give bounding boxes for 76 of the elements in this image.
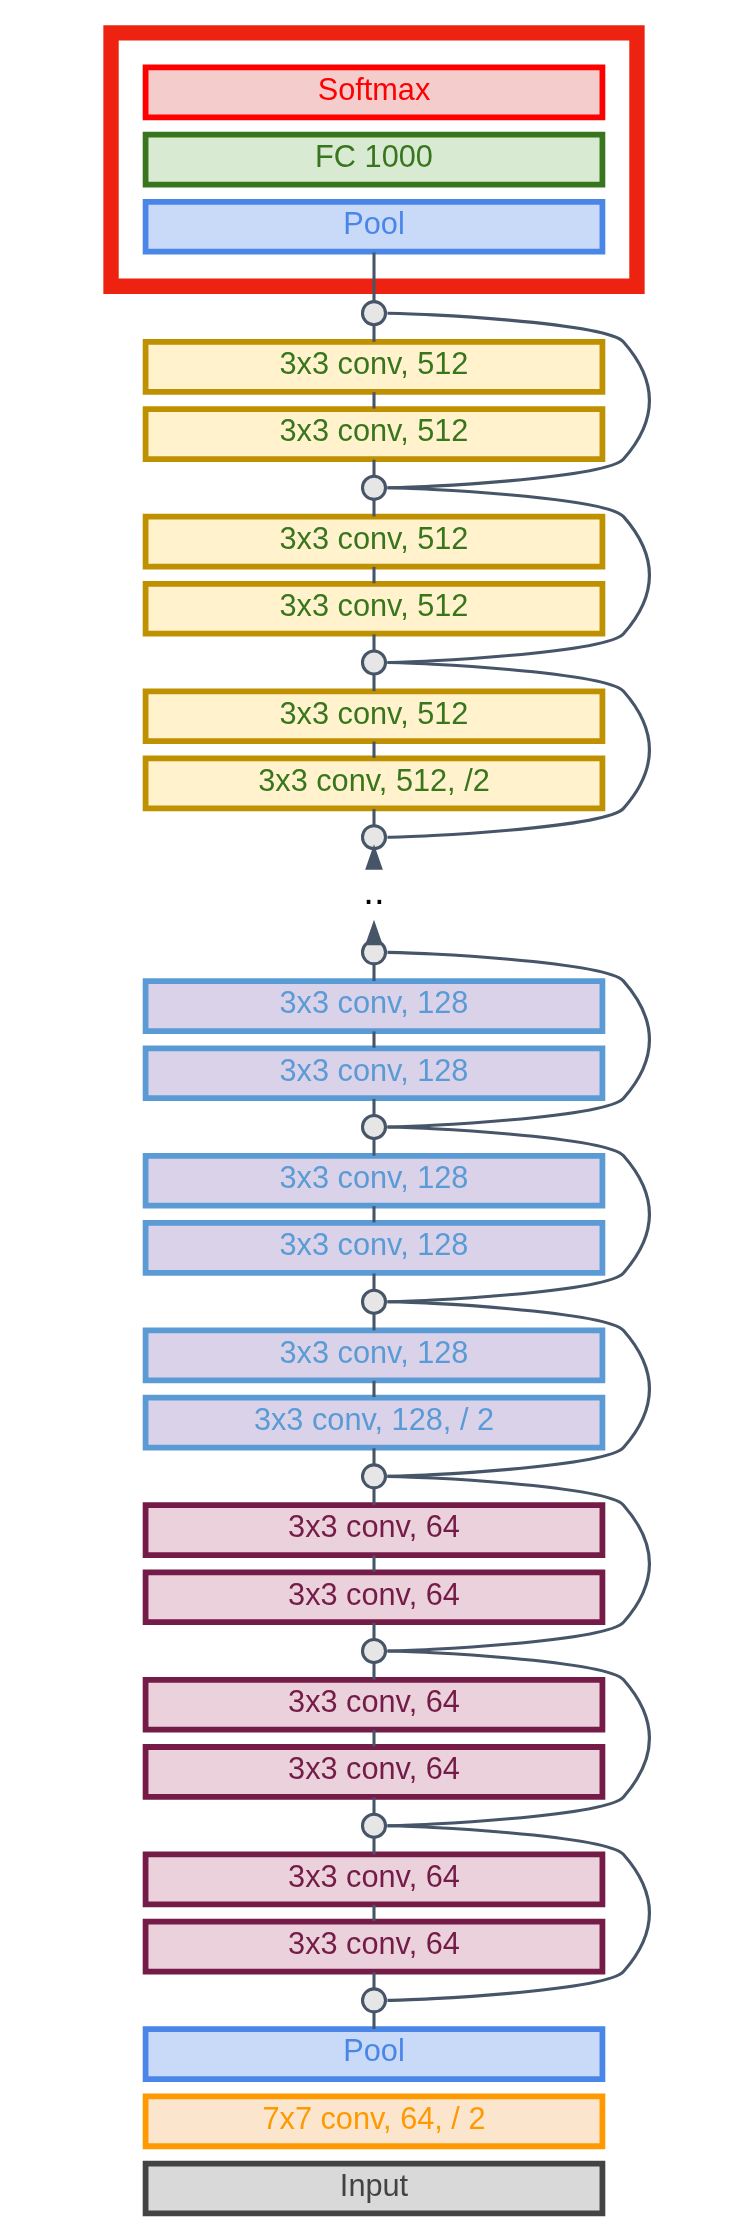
connector bbox=[386, 660, 651, 839]
connector bbox=[386, 1649, 651, 1828]
connector bbox=[371, 566, 376, 584]
connector bbox=[371, 1488, 376, 1505]
node-box: Input bbox=[142, 2160, 605, 2217]
node-box: 3x3 conv, 512 bbox=[142, 406, 605, 462]
node-box: 3x3 conv, 512 bbox=[142, 513, 605, 570]
node-box: 3x3 conv, 64 bbox=[142, 1502, 605, 1558]
node-box: 3x3 conv, 64 bbox=[142, 1744, 605, 1800]
connector bbox=[371, 1837, 376, 1855]
node-box: 3x3 conv, 512, /2 bbox=[142, 755, 605, 812]
node-circle bbox=[360, 1288, 387, 1315]
node-box: 7x7 conv, 64, / 2 bbox=[142, 2093, 605, 2150]
node-box: 3x3 conv, 64 bbox=[142, 1918, 605, 1975]
cluster bbox=[102, 25, 645, 294]
node-box: 3x3 conv, 512 bbox=[142, 339, 605, 395]
node-box: 3x3 conv, 128 bbox=[142, 1220, 605, 1276]
connector bbox=[371, 809, 376, 826]
connector bbox=[371, 2012, 376, 2029]
node-circle bbox=[360, 1812, 387, 1839]
connector bbox=[371, 1448, 376, 1465]
connector bbox=[371, 1206, 376, 1223]
connector bbox=[371, 634, 376, 651]
connector bbox=[371, 674, 376, 692]
connector bbox=[371, 1380, 376, 1398]
connector bbox=[386, 1474, 651, 1653]
node-box: Pool bbox=[142, 198, 605, 255]
arrow bbox=[364, 919, 383, 946]
connector bbox=[386, 1824, 651, 2002]
connector bbox=[386, 486, 651, 665]
node-box: 3x3 conv, 64 bbox=[142, 1676, 605, 1733]
node-box: 3x3 conv, 64 bbox=[142, 1569, 605, 1626]
connector bbox=[371, 392, 376, 409]
connector bbox=[371, 1031, 376, 1048]
node-circle bbox=[360, 1637, 387, 1665]
node-circle bbox=[360, 1113, 387, 1141]
node-circle bbox=[360, 649, 387, 676]
connector bbox=[371, 741, 376, 758]
connector bbox=[371, 1904, 376, 1922]
connector bbox=[371, 1138, 376, 1156]
connector bbox=[371, 459, 376, 477]
connector bbox=[386, 1300, 651, 1478]
node-circle bbox=[360, 1987, 387, 2014]
connector bbox=[386, 311, 651, 490]
node-box: 3x3 conv, 128 bbox=[142, 1327, 605, 1384]
connector bbox=[371, 1622, 376, 1640]
node-box: 3x3 conv, 128 bbox=[142, 1152, 605, 1209]
node-box: 3x3 conv, 128 bbox=[142, 1045, 605, 1102]
connector bbox=[371, 1662, 376, 1680]
connector bbox=[371, 1313, 376, 1331]
node-box: FC 1000 bbox=[142, 131, 605, 188]
node-circle bbox=[360, 474, 387, 501]
connector bbox=[371, 325, 376, 342]
connector bbox=[371, 1730, 376, 1747]
node-box: Softmax bbox=[142, 64, 605, 121]
node-box: 3x3 conv, 512 bbox=[142, 688, 605, 745]
connector bbox=[386, 1125, 651, 1304]
connector bbox=[371, 1273, 376, 1291]
node-box: 3x3 conv, 128 bbox=[142, 978, 605, 1034]
connector bbox=[386, 950, 651, 1129]
node-circle bbox=[360, 824, 387, 851]
node-box: Pool bbox=[142, 2026, 605, 2082]
node-circle bbox=[360, 1463, 387, 1490]
node-circle bbox=[360, 300, 387, 327]
connector bbox=[371, 499, 376, 517]
connector bbox=[371, 1098, 376, 1116]
node-text: .. bbox=[362, 869, 385, 913]
connector bbox=[371, 252, 376, 302]
arrow bbox=[364, 844, 383, 870]
node-box: 3x3 conv, 128, / 2 bbox=[142, 1394, 605, 1451]
node-box: 3x3 conv, 64 bbox=[142, 1851, 605, 1908]
connector bbox=[371, 1972, 376, 1989]
connector bbox=[371, 964, 376, 981]
node-box: 3x3 conv, 512 bbox=[142, 580, 605, 637]
connector bbox=[371, 1555, 376, 1572]
connector bbox=[371, 1797, 376, 1815]
